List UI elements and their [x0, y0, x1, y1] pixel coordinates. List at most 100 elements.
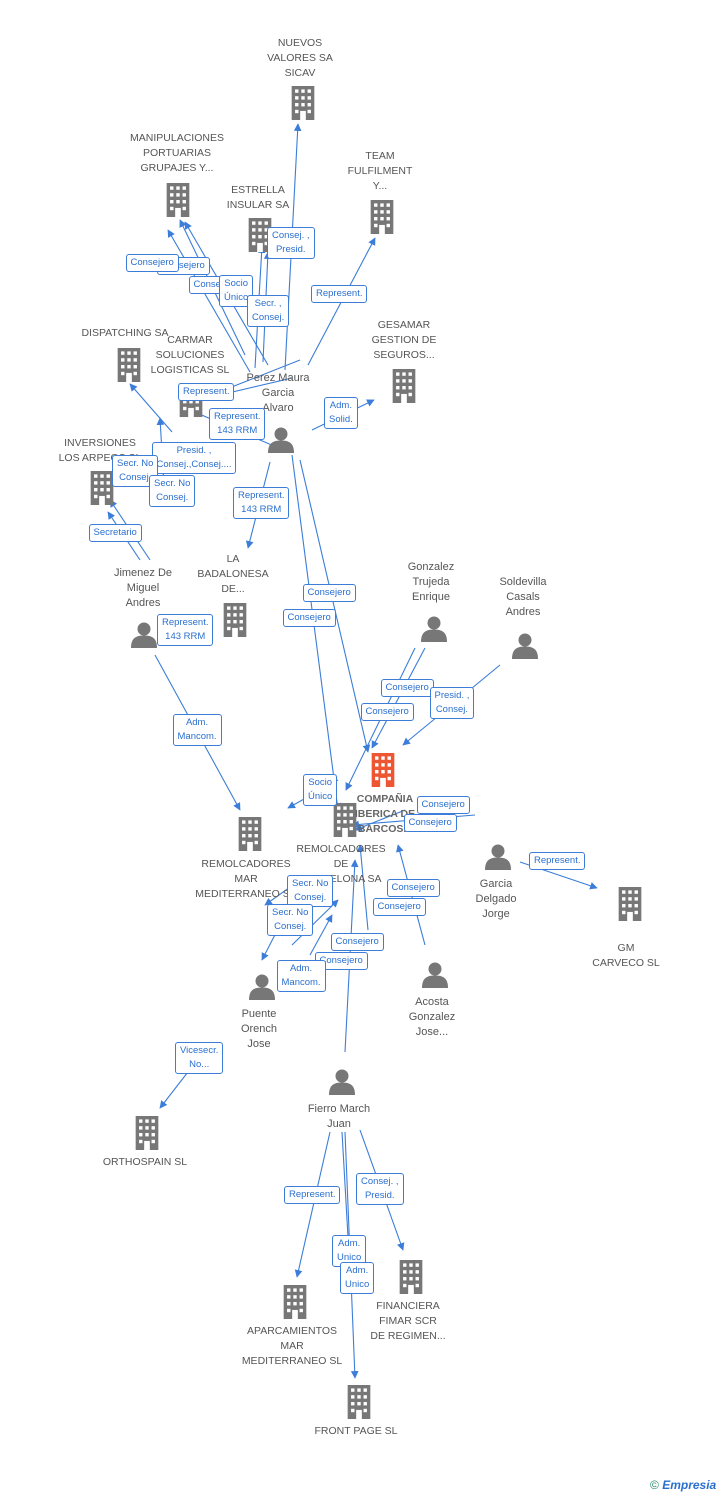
person-icon[interactable] — [249, 974, 275, 1001]
edge-label-23[interactable]: Consejero — [416, 796, 470, 814]
edge-label-10[interactable]: Presid. ,Consej.,Consej.... — [151, 442, 237, 474]
node-label-orthospain[interactable]: ORTHOSPAIN SL — [80, 1155, 210, 1170]
edge-label-line: Presid. — [275, 244, 306, 255]
person-icon[interactable] — [268, 427, 294, 454]
edge-label-36[interactable]: Adm.Unico — [332, 1235, 367, 1267]
building-icon[interactable] — [283, 1285, 307, 1319]
node-label-frontpage[interactable]: FRONT PAGE SL — [291, 1424, 421, 1439]
edge-label-8[interactable]: Represent.143 RRM — [209, 408, 266, 440]
building-icon[interactable] — [238, 817, 262, 851]
edge-label-line: Represent. — [534, 855, 581, 866]
edge-label-34[interactable]: Represent. — [284, 1186, 341, 1204]
edge-label-35[interactable]: Consej. ,Presid. — [356, 1173, 404, 1205]
edge-label-13[interactable]: Represent.143 RRM — [233, 487, 290, 519]
edge-label-28[interactable]: Consejero — [386, 879, 440, 897]
building-icon[interactable] — [135, 1116, 159, 1150]
person-icon[interactable] — [512, 633, 538, 660]
edge-label-6[interactable]: Represent. — [311, 285, 368, 303]
node-label-line: APARCAMIENTOS — [246, 1325, 338, 1337]
node-label-line: Casals — [506, 591, 540, 603]
edge-label-7[interactable]: Represent. — [178, 383, 235, 401]
edge-label-16[interactable]: Consejero — [302, 584, 356, 602]
edge-label-20[interactable]: Consejero — [360, 703, 414, 721]
edge-label-0[interactable]: Consej. ,Presid. — [267, 227, 315, 259]
edge-label-29[interactable]: Consejero — [372, 898, 426, 916]
edge-label-14[interactable]: Secretario — [88, 524, 142, 542]
edge-31 — [309, 914, 333, 956]
edge-label-15[interactable]: Represent.143 RRM — [157, 614, 214, 646]
edge-label-24[interactable]: Consejero — [403, 814, 457, 832]
building-icon[interactable] — [347, 1385, 371, 1419]
copyright-symbol: © — [650, 1478, 659, 1492]
edge-label-17[interactable]: Consejero — [282, 609, 336, 627]
edge-label-line: Mancom. — [177, 731, 217, 742]
edge-label-line: Adm. — [289, 963, 313, 974]
building-icon[interactable] — [392, 369, 416, 403]
edge-label-21[interactable]: Presid. ,Consej. — [429, 687, 475, 719]
node-label-line: Gonzalez — [408, 1011, 456, 1023]
node-label-line: Delgado — [475, 893, 517, 905]
node-label-line: Perez Maura — [246, 372, 310, 384]
edge-label-19[interactable]: Consejero — [380, 679, 434, 697]
node-label-line: Andres — [125, 597, 161, 609]
edge-label-2[interactable]: Consejero — [125, 254, 179, 272]
edge-label-18[interactable]: Adm.Mancom. — [172, 714, 222, 746]
edge-label-line: Unico — [345, 1279, 370, 1290]
edge-label-line: Represent. — [183, 386, 230, 397]
node-label-line: Miguel — [126, 582, 160, 594]
building-icon[interactable] — [291, 86, 315, 120]
building-icon[interactable] — [399, 1260, 423, 1294]
edge-label-32[interactable]: Adm.Mancom. — [276, 960, 326, 992]
person-icon[interactable] — [329, 1069, 355, 1096]
edge-label-33[interactable]: Vicesecr.No... — [175, 1042, 224, 1074]
building-icon[interactable] — [370, 200, 394, 234]
edge-label-5[interactable]: Secr. ,Consej. — [247, 295, 290, 327]
person-icon[interactable] — [131, 622, 157, 649]
node-label-line: Jose... — [415, 1026, 449, 1038]
edge-label-line: Secr. , — [254, 298, 282, 309]
person-icon[interactable] — [485, 844, 511, 871]
building-icon[interactable] — [618, 887, 642, 921]
edge-label-line: Presid. — [364, 1190, 395, 1201]
edge-label-line: Represent. — [214, 411, 261, 422]
edge-label-9[interactable]: Adm.Solid. — [324, 397, 358, 429]
node-label-line: Trujeda — [412, 576, 450, 588]
building-icon[interactable] — [90, 471, 114, 505]
building-icon[interactable] — [223, 603, 247, 637]
edge-label-line: Consejero — [130, 257, 174, 268]
person-icon[interactable] — [421, 616, 447, 643]
edge-label-37[interactable]: Adm.Unico — [340, 1262, 375, 1294]
center-company-building-icon[interactable] — [371, 753, 395, 787]
building-icon[interactable] — [166, 183, 190, 217]
edge-label-30[interactable]: Consejero — [330, 933, 384, 951]
person-icon[interactable] — [422, 962, 448, 989]
node-label-dispatching[interactable]: DISPATCHING SA — [60, 326, 190, 341]
edge-label-25[interactable]: Represent. — [529, 852, 586, 870]
node-label-line: DISPATCHING SA — [81, 327, 169, 339]
